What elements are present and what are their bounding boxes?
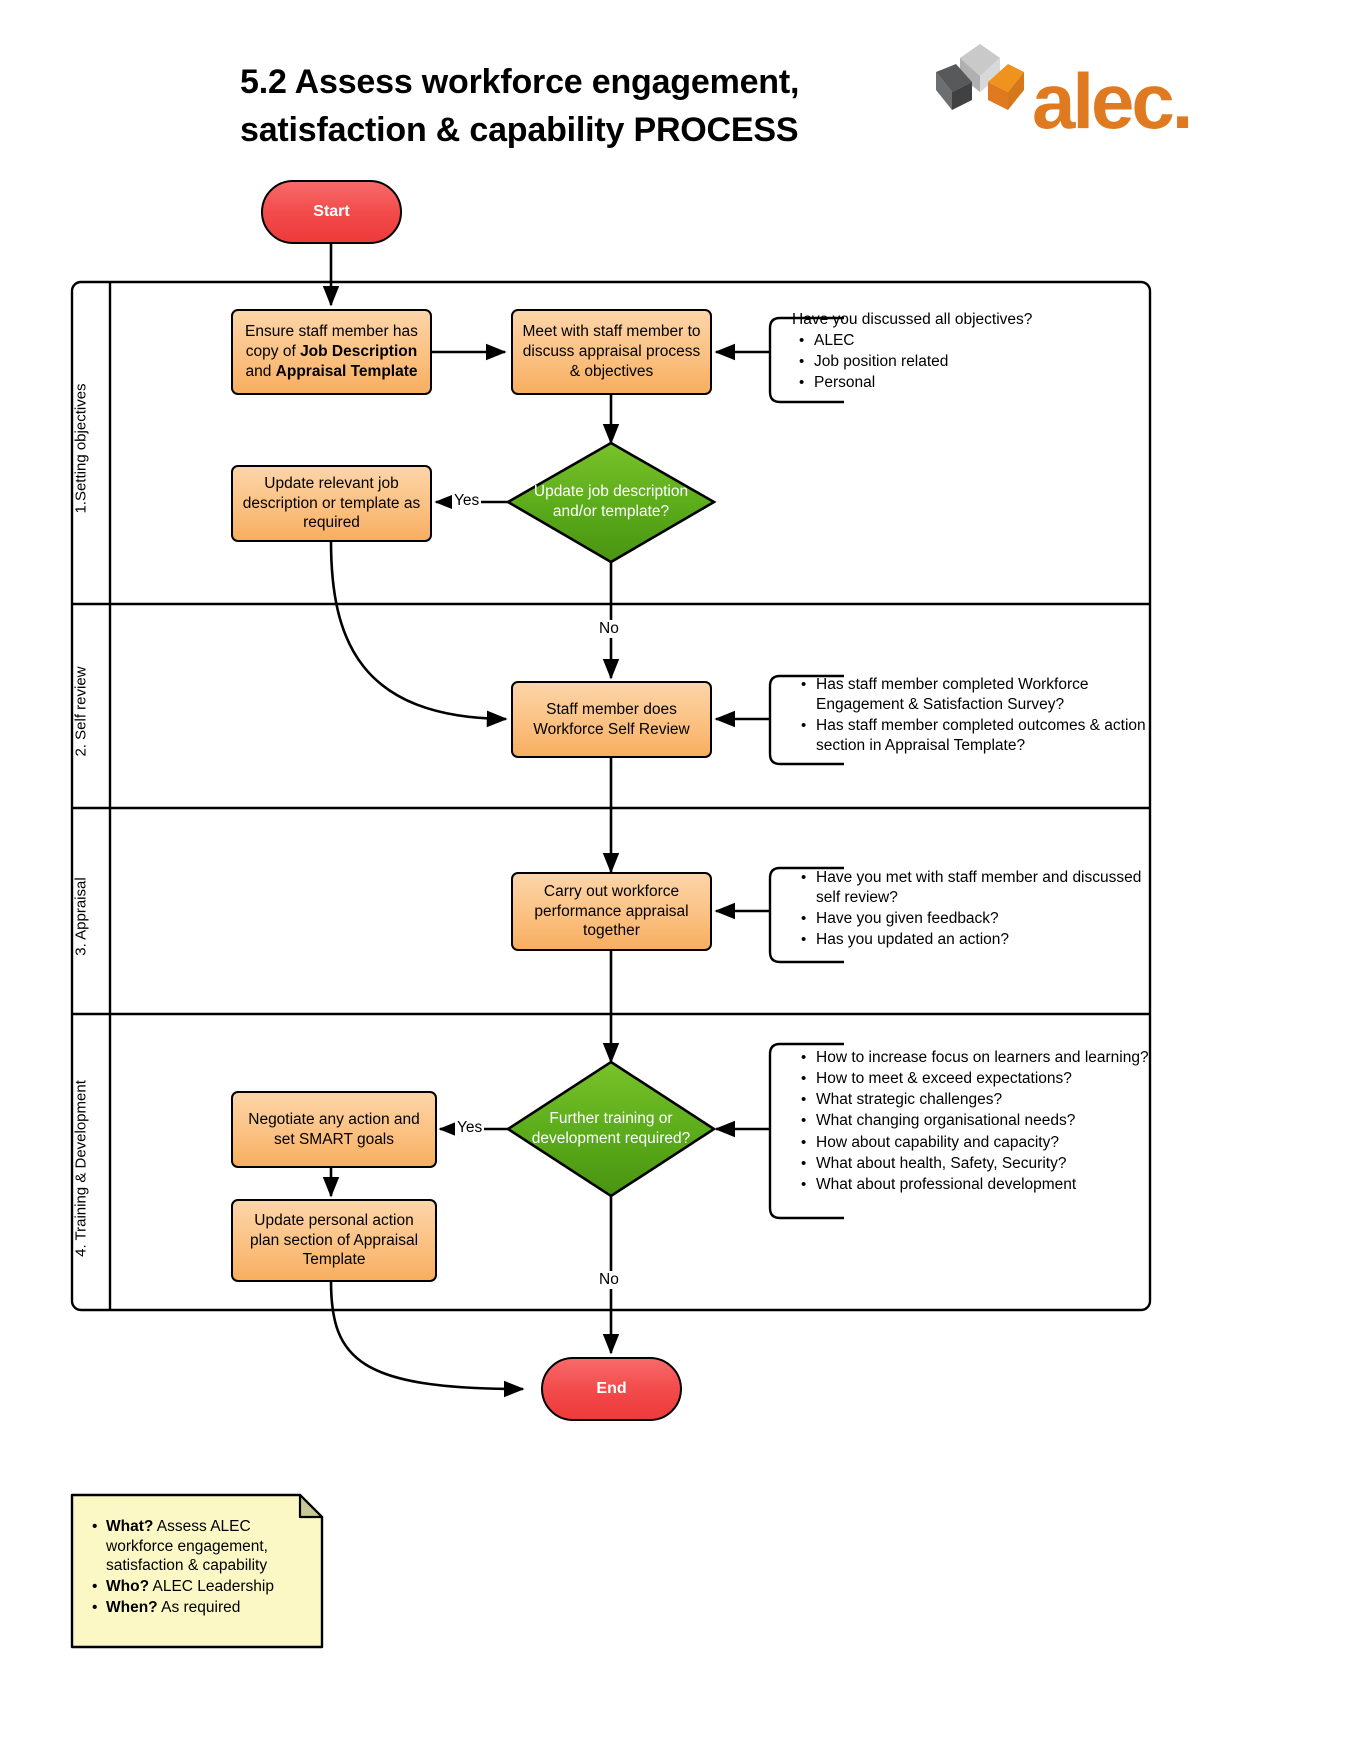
- edge-label-no-2: No: [597, 1271, 621, 1289]
- sticky-note-fold: [298, 1493, 324, 1519]
- process-self-review[interactable]: Staff member does Workforce Self Review: [511, 681, 712, 758]
- process-ensure-copy[interactable]: Ensure staff member has copy of Job Desc…: [231, 309, 432, 395]
- process-update-personal-action-plan[interactable]: Update personal action plan section of A…: [231, 1199, 437, 1282]
- annot-bracket-objectives: [768, 316, 844, 404]
- annot-bracket-selfreview: [768, 674, 844, 766]
- list-item: Have you met with staff member and discu…: [801, 868, 1160, 908]
- ensure-bold-appraisal-template: Appraisal Template: [275, 362, 418, 380]
- logo-wordmark: alec.: [1032, 57, 1193, 145]
- list-item: What? Assess ALEC workforce engagement, …: [92, 1517, 300, 1576]
- annot-bracket-training: [768, 1042, 844, 1220]
- list-item: What changing organisational needs?: [801, 1111, 1149, 1131]
- process-ensure-copy-text: Ensure staff member has copy of Job Desc…: [241, 322, 422, 381]
- list-item: Has you updated an action?: [801, 930, 1160, 950]
- decision-shape-update-template[interactable]: [505, 441, 717, 564]
- annotation-appraisal-list: Have you met with staff member and discu…: [794, 868, 1160, 951]
- list-item: ALEC: [799, 331, 1032, 351]
- note-label-what: What?: [106, 1518, 154, 1535]
- list-item: Has staff member completed Workforce Eng…: [801, 675, 1160, 715]
- annotation-objectives-list: ALEC Job position related Personal: [792, 331, 1032, 393]
- list-item: Has staff member completed outcomes & ac…: [801, 716, 1160, 756]
- start-node[interactable]: Start: [261, 180, 402, 244]
- note-text-when: As required: [157, 1598, 241, 1616]
- page-title-line2: satisfaction & capability PROCESS: [240, 111, 799, 150]
- decision-update-template-label: Update job description and/or template?: [533, 482, 689, 520]
- edge-label-yes-2: Yes: [455, 1119, 485, 1137]
- note-text-who: ALEC Leadership: [149, 1578, 274, 1596]
- annotation-training-text: How to increase focus on learners and le…: [794, 1048, 1149, 1196]
- annotation-objectives-text: Have you discussed all objectives? ALEC …: [792, 310, 1032, 395]
- sticky-note: What? Assess ALEC workforce engagement, …: [72, 1495, 322, 1647]
- list-item: Who? ALEC Leadership: [92, 1577, 300, 1597]
- process-appraisal[interactable]: Carry out workforce performance appraisa…: [511, 872, 712, 951]
- decision-shape-further-training[interactable]: [505, 1060, 717, 1198]
- pinwheel-icon: [936, 44, 1024, 110]
- list-item: When? As required: [92, 1598, 300, 1618]
- alec-logo: alec.: [928, 38, 1193, 158]
- ensure-bold-job-description: Job Description: [300, 343, 418, 361]
- process-meet-staff[interactable]: Meet with staff member to discuss apprai…: [511, 309, 712, 395]
- list-item: What about professional development: [801, 1175, 1149, 1195]
- page-title-line1: 5.2 Assess workforce engagement,: [240, 63, 800, 101]
- process-negotiate-smart-goals[interactable]: Negotiate any action and set SMART goals: [231, 1091, 437, 1168]
- list-item: Have you given feedback?: [801, 909, 1160, 929]
- annotation-training-list: How to increase focus on learners and le…: [794, 1048, 1149, 1195]
- lane-label-4: 4. Training & Development: [72, 1080, 90, 1257]
- annotation-appraisal-text: Have you met with staff member and discu…: [794, 868, 1160, 952]
- edge-label-no-1: No: [597, 620, 621, 638]
- list-item: Personal: [799, 373, 1032, 393]
- list-item: How to increase focus on learners and le…: [801, 1048, 1149, 1068]
- end-node[interactable]: End: [541, 1357, 682, 1421]
- note-text-what: Assess ALEC workforce engagement, satisf…: [106, 1518, 268, 1575]
- sticky-note-text: What? Assess ALEC workforce engagement, …: [86, 1517, 300, 1618]
- page-title: 5.2 Assess workforce engagement, satisfa…: [240, 58, 940, 155]
- note-label-who: Who?: [106, 1578, 150, 1596]
- edge-updateplan-to-end: [329, 1280, 525, 1398]
- list-item: How to meet & exceed expectations?: [801, 1069, 1149, 1089]
- edge-label-yes-1: Yes: [452, 492, 482, 510]
- decision-update-template[interactable]: Update job description and/or template?: [531, 453, 691, 551]
- sticky-note-list: What? Assess ALEC workforce engagement, …: [86, 1517, 300, 1617]
- lane-label-1: 1.Setting objectives: [72, 383, 90, 514]
- decision-further-training[interactable]: Further training or development required…: [531, 1080, 691, 1178]
- list-item: What strategic challenges?: [801, 1090, 1149, 1110]
- annotation-objectives-lead: Have you discussed all objectives?: [792, 311, 1033, 328]
- ensure-mid: and: [245, 362, 276, 380]
- list-item: What about health, Safety, Security?: [801, 1154, 1149, 1174]
- annotation-self-review-list: Has staff member completed Workforce Eng…: [794, 675, 1160, 757]
- process-update-job-description[interactable]: Update relevant job description or templ…: [231, 465, 432, 542]
- decision-further-training-label: Further training or development required…: [531, 1109, 691, 1147]
- list-item: How about capability and capacity?: [801, 1133, 1149, 1153]
- edge-updatejd-to-selfreview: [329, 540, 508, 728]
- ensure-pre: Ensure staff member has copy of: [245, 323, 418, 361]
- list-item: Job position related: [799, 352, 1032, 372]
- lane-label-3: 3. Appraisal: [72, 877, 90, 956]
- annot-bracket-appraisal: [768, 866, 844, 964]
- note-label-when: When?: [106, 1598, 158, 1616]
- annotation-self-review-text: Has staff member completed Workforce Eng…: [794, 675, 1160, 758]
